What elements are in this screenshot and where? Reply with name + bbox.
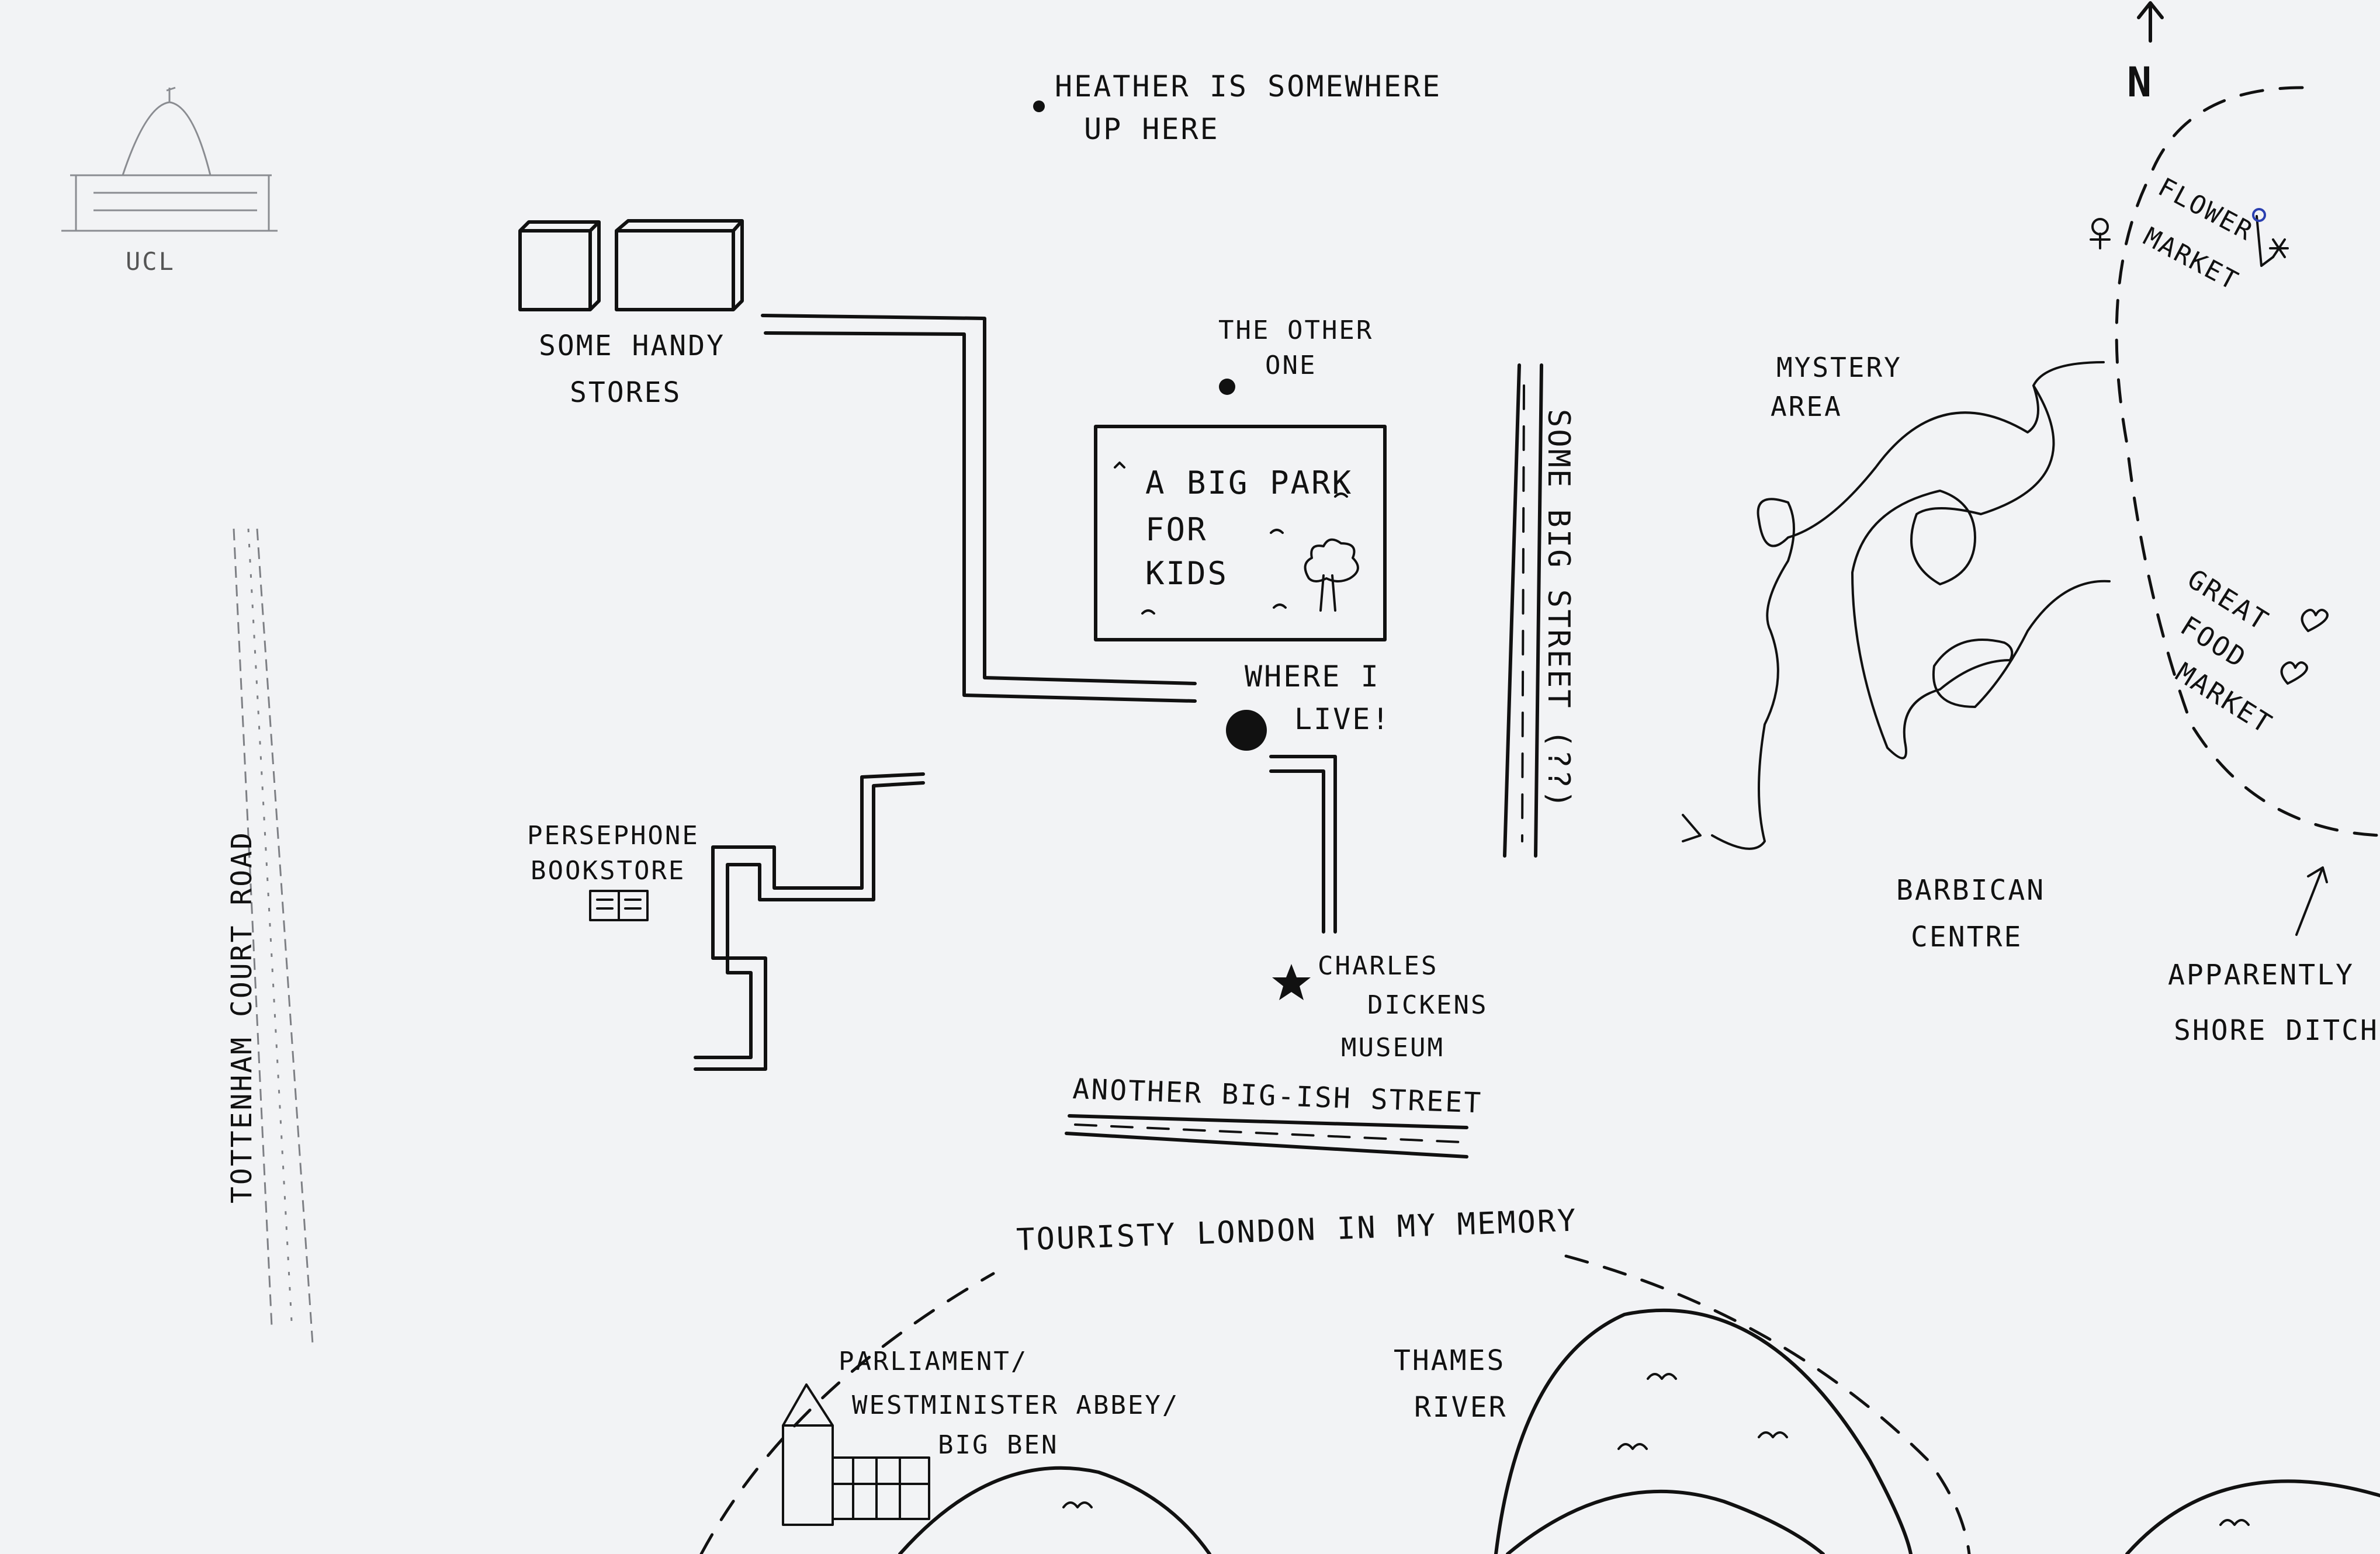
flower-icon [2090,218,2111,249]
other-one-label-line1: THE OTHER [1218,315,1373,345]
barbican-label-line2: CENTRE [1911,921,2022,953]
ucl-label: UCL [126,247,175,276]
shoreditch-arrow-icon [2295,866,2328,936]
shoreditch-label-line2: SHORE DITCH? [2174,1014,2380,1047]
some-big-street [1503,363,1543,858]
another-street [1065,1114,1468,1158]
where-i-live-line2: LIVE! [1294,702,1391,736]
mystery-label-line1: MYSTERY [1776,352,1902,383]
thames-label-line2: RIVER [1414,1391,1508,1424]
barbican-label-line1: BARBICAN [1896,874,2045,907]
thames-label-line1: THAMES [1394,1344,1505,1377]
other-one-dot [1219,379,1235,395]
big-ben-icon [782,1383,930,1526]
home-dot [1226,710,1267,751]
heather-label-line2: UP HERE [1084,112,1220,146]
thames-river [898,1308,2380,1554]
grass-marks [1114,462,1348,615]
heather-dot [1033,100,1045,112]
persephone-label-line2: BOOKSTORE [531,856,685,886]
persephone-label-line1: PERSEPHONE [527,821,699,851]
dickens-label-line1: CHARLES [1318,951,1438,981]
ucl-building-icon [61,86,278,232]
touristy-label: TOURISTY LONDON IN MY MEMORY [1016,1203,1578,1258]
food-market-label-line3: MARKET [2170,657,2278,740]
parliament-label-line3: BIG BEN [938,1430,1058,1460]
water-marks [1062,1373,2250,1526]
street-path-stores [761,314,1197,703]
park-label-line2: FOR [1145,511,1208,548]
where-i-live-line1: WHERE I [1245,660,1380,693]
stores-label-line2: STORES [570,376,681,409]
mystery-label-line2: AREA [1771,391,1842,422]
park-label-line1: A BIG PARK [1145,464,1353,501]
bouquet-icon [2252,208,2289,267]
book-icon [589,890,649,921]
park-label-line3: KIDS [1145,555,1228,592]
compass-n: N [2127,58,2153,106]
dickens-label-line3: MUSEUM [1341,1033,1444,1063]
stores-label-line1: SOME HANDY [539,329,725,362]
dickens-label-line2: DICKENS [1367,990,1488,1020]
street-path-dickens [1269,755,1337,934]
heather-label-line1: HEATHER IS SOMEWHERE [1055,70,1442,103]
touristy-arc [699,1254,1971,1554]
tottenham-label: TOTTENHAM COURT ROAD [226,831,258,1203]
another-street-label: ANOTHER BIG-ISH STREET [1072,1073,1483,1119]
park-box [1094,425,1387,641]
parliament-label-line1: PARLIAMENT/ [839,1347,1028,1376]
other-one-label-line2: ONE [1265,351,1317,380]
star-icon [1272,964,1311,1000]
heart-icon-2 [2280,661,2308,685]
north-arrow-icon [2137,1,2164,43]
mystery-squiggle [1682,361,2111,850]
heart-icon-1 [2301,609,2329,632]
parliament-label-line2: WESTMINISTER ABBEY/ [852,1390,1179,1420]
street-path-persephone [694,772,925,1071]
tottenham-court-road [233,528,314,1344]
shoreditch-label-line1: APPARENTLY [2168,959,2354,991]
tree-icon [1304,538,1359,612]
stores-icon [518,219,744,311]
some-big-street-label: SOME BIG STREET (??) [1541,409,1576,810]
